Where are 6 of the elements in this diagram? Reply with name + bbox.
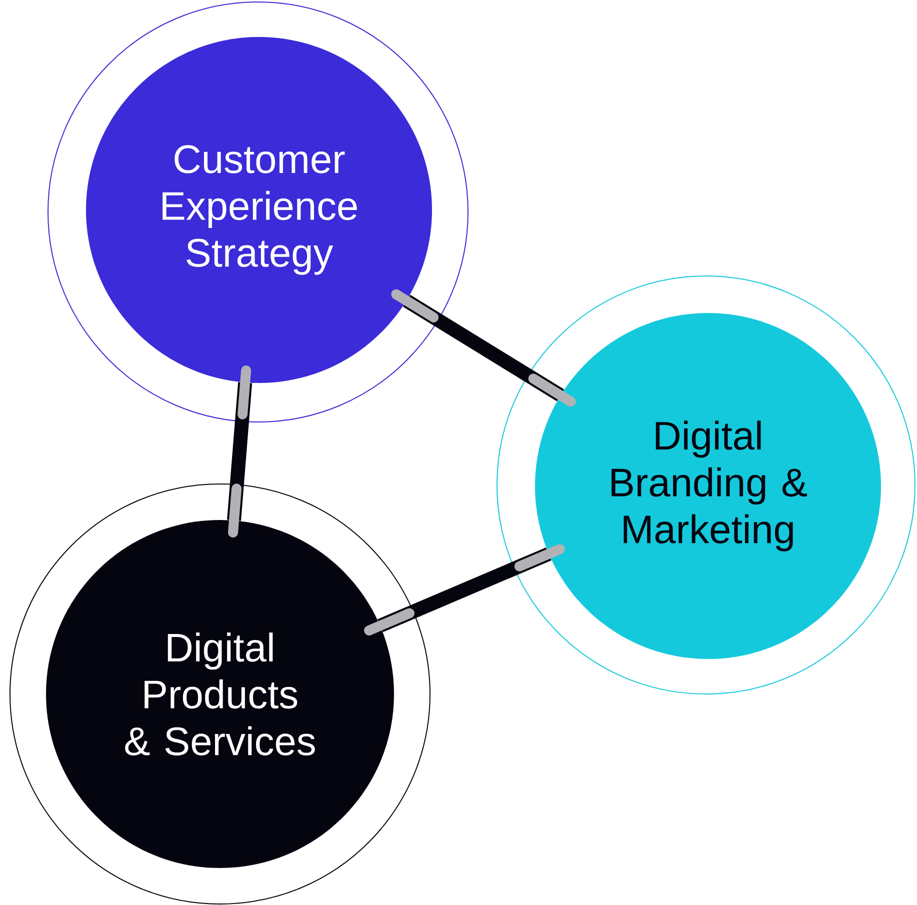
connector bbox=[364, 544, 565, 636]
circle-node: Digital Products & Services bbox=[46, 520, 394, 868]
circle-node: Customer Experience Strategy bbox=[86, 37, 432, 383]
connector bbox=[391, 289, 576, 407]
circle-node: Digital Branding & Marketing bbox=[535, 313, 881, 659]
connector bbox=[227, 365, 252, 538]
